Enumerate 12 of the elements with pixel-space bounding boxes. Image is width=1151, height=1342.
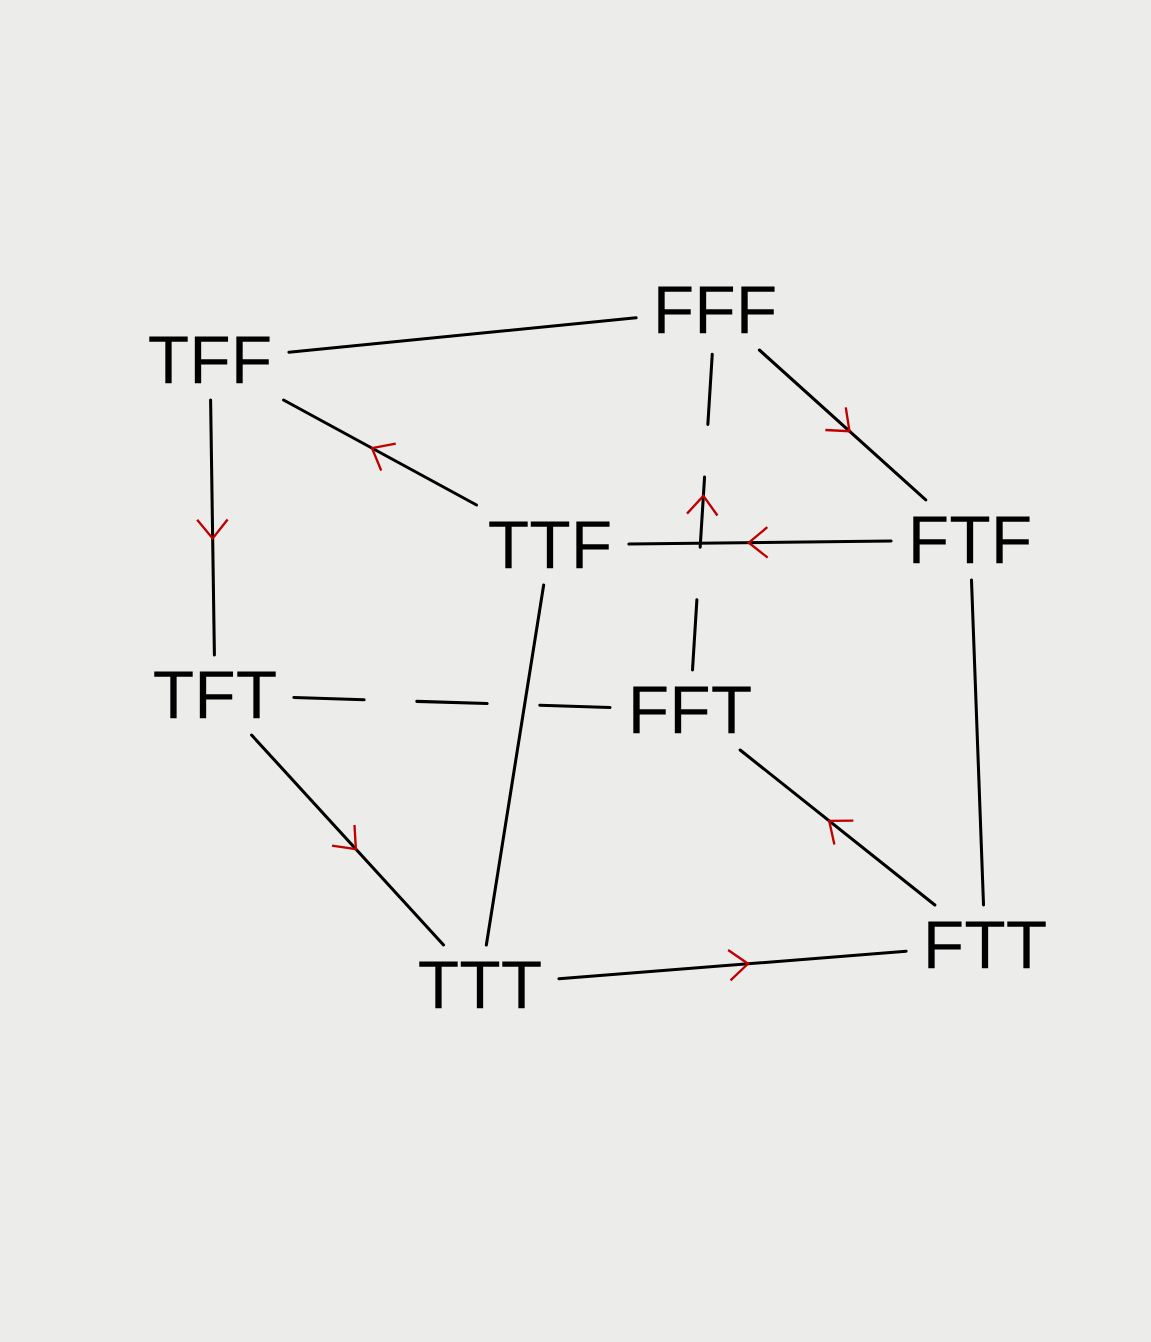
state-label: TTF bbox=[489, 521, 610, 569]
line bbox=[292, 695, 613, 710]
line bbox=[969, 578, 986, 907]
state-label: FFF bbox=[658, 286, 775, 334]
state-label: FTT bbox=[928, 921, 1046, 969]
state-label: TFT bbox=[154, 671, 276, 719]
line bbox=[484, 583, 546, 947]
state-label: TTT bbox=[419, 961, 541, 1009]
state-label: TFF bbox=[149, 336, 270, 384]
line bbox=[287, 316, 638, 354]
state-label: FFT bbox=[633, 686, 751, 734]
state-label: FTF bbox=[913, 516, 1030, 564]
